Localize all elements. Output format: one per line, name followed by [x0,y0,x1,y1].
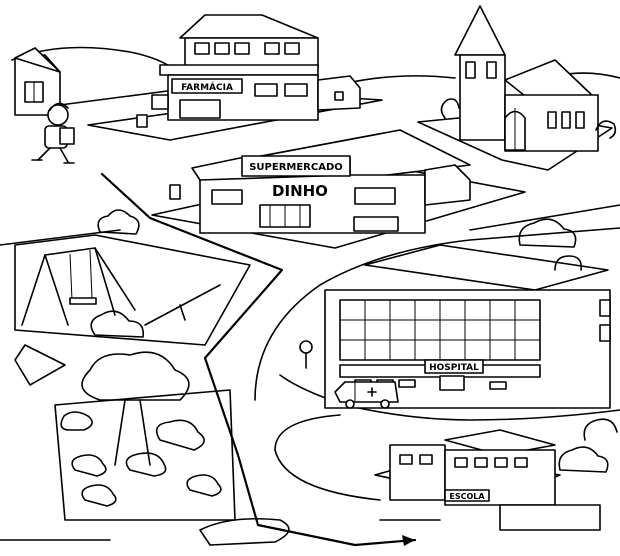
hospital-building: HOSPITAL [299,218,611,409]
parking-sign-icon [169,184,181,200]
hospital-sign [424,359,484,374]
roads [0,227,620,541]
supermarket-label-line2: DINHO [272,182,328,200]
pharmacy-label: FARMÁCIA [181,81,233,93]
hospital-windows [340,300,540,360]
backpack-icon [59,127,75,145]
pharmacy-sign [171,78,243,94]
playground [14,209,251,346]
playground-bush-icon [90,310,145,338]
supermarket-building: SUPERMERCADO DINHO [151,129,526,249]
pharmacy-building: FARMÁCIA [87,14,383,141]
school-sign [444,489,490,502]
school-label: ESCOLA [449,492,485,501]
mailbox-icon [136,114,148,128]
child-figure [31,102,75,164]
park [14,344,290,546]
route-arrow-icon [402,535,415,546]
swing-seat-icon [69,297,97,305]
school-building: ESCOLA [374,418,618,531]
small-house [14,47,61,116]
church [417,5,617,171]
shopping-carts-icon [353,216,399,232]
hospital-label: HOSPITAL [429,363,479,373]
supermarket-sign [241,155,351,177]
supermarket-label-line1: SUPERMERCADO [249,162,343,173]
route-path [100,172,417,547]
ambulance-icon [334,381,399,409]
tree-icon [81,351,190,401]
seesaw-icon [144,284,221,326]
parking-sign-icon [299,340,313,369]
